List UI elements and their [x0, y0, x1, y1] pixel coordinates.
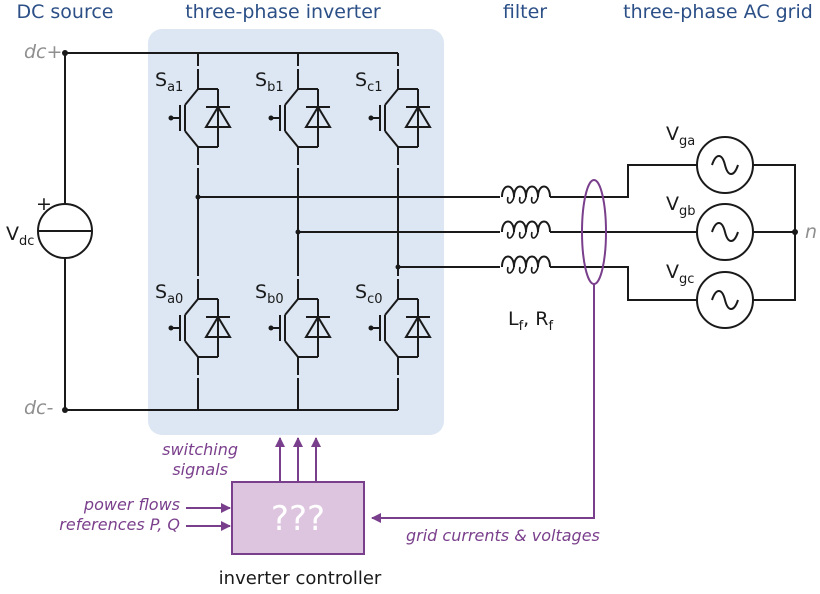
grid-source-c — [696, 271, 754, 329]
header-dc-source: DC source — [16, 1, 113, 23]
grid-line-a — [550, 164, 697, 198]
grid-meas-label: grid currents & voltages — [406, 526, 600, 545]
label-sc1: Sc1 — [355, 69, 382, 95]
controller-symbol: ??? — [271, 499, 325, 539]
switch-sa1 — [167, 66, 238, 168]
label-sb1: Sb1 — [255, 69, 284, 95]
grid-source-b — [696, 203, 754, 261]
filter-label: Lf, Rf — [508, 308, 553, 334]
controller-label: inverter controller — [219, 568, 382, 589]
switching-label-2: signals — [172, 460, 228, 479]
switch-sc0 — [367, 276, 438, 378]
header-inverter: three-phase inverter — [185, 1, 381, 23]
label-sc0: Sc0 — [355, 281, 382, 307]
grid-line-c — [550, 266, 697, 301]
inductor-b — [501, 220, 551, 239]
switch-sc1 — [367, 66, 438, 168]
measurement-feedback-arrow — [371, 284, 595, 523]
rail-neg-label: dc- — [24, 397, 54, 419]
label-sa0: Sa0 — [155, 281, 183, 307]
inductor-c — [501, 255, 551, 274]
vdc-label: Vdc — [6, 223, 34, 249]
header-grid: three-phase AC grid — [623, 1, 813, 23]
switching-label-1: switching — [162, 440, 238, 459]
dc-plus-sign: + — [36, 193, 52, 215]
label-sa1: Sa1 — [155, 69, 183, 95]
power-ref-label-2: references P, Q — [59, 515, 180, 534]
neutral-label: n — [805, 221, 817, 243]
inductor-a — [501, 185, 551, 204]
label-vgb: Vgb — [666, 193, 696, 219]
switch-sa0 — [167, 276, 238, 378]
header-filter: filter — [503, 1, 547, 23]
rail-pos-label: dc+ — [24, 41, 62, 63]
switch-sb1 — [267, 66, 338, 168]
grid-source-a — [696, 136, 754, 194]
label-sb0: Sb0 — [255, 281, 284, 307]
power-ref-label-1: power flows — [83, 495, 180, 514]
label-vgc: Vgc — [666, 261, 694, 287]
inverter-controller-box — [231, 481, 365, 555]
switch-sb0 — [267, 276, 338, 378]
label-vga: Vga — [666, 123, 695, 149]
